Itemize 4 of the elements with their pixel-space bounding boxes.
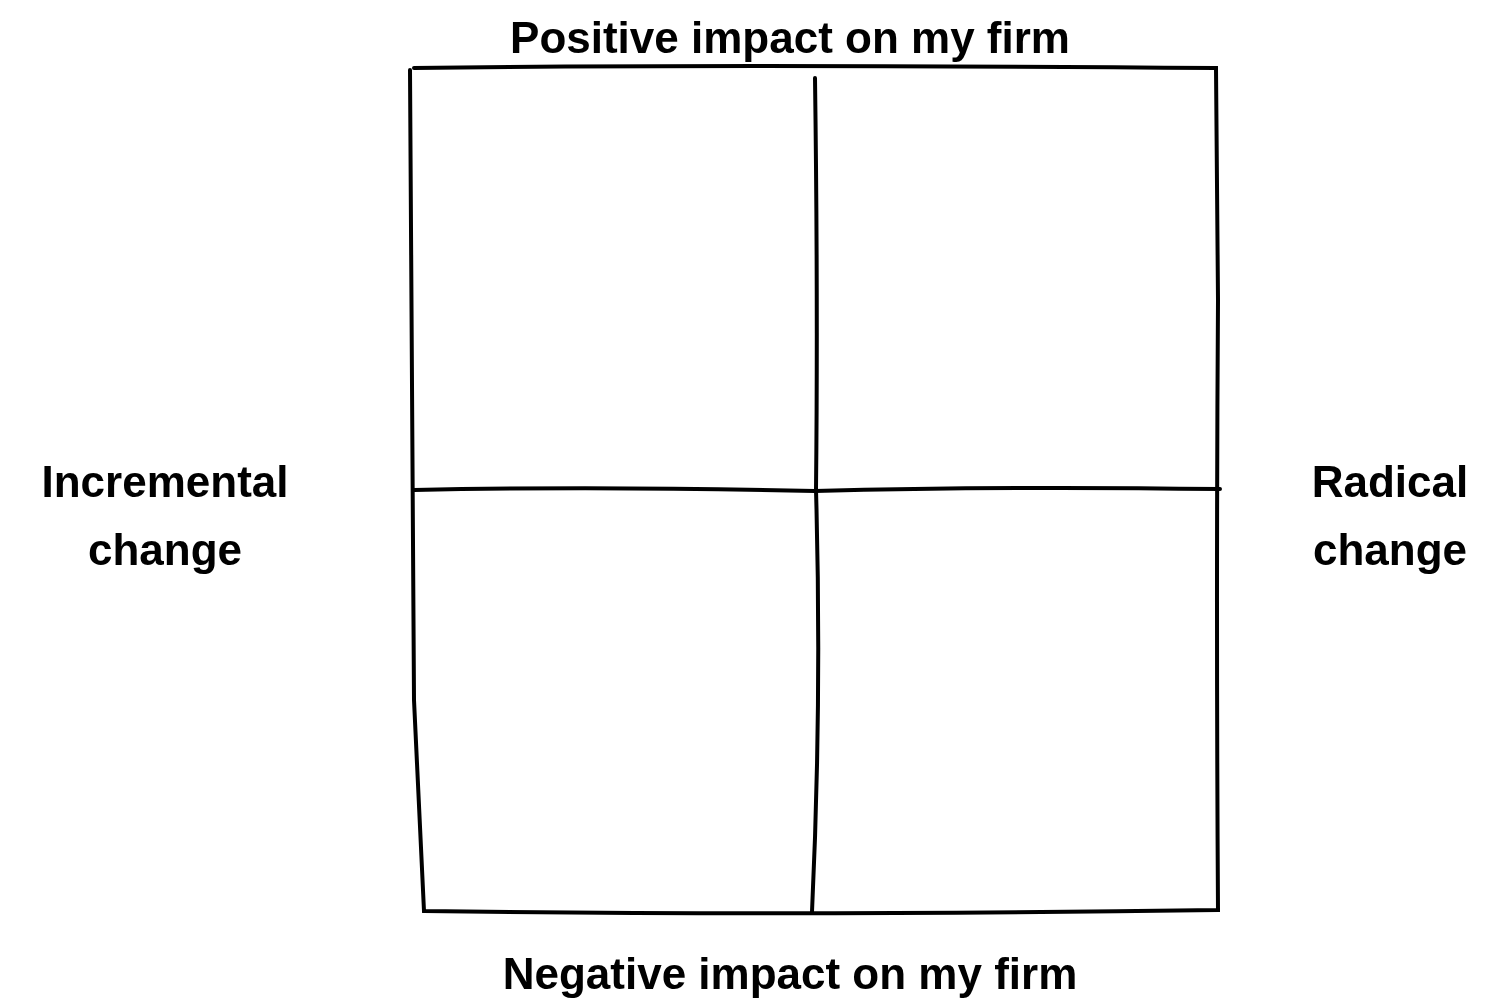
axis-label: Radical change bbox=[1310, 456, 1470, 576]
axis-label: Incremental change bbox=[40, 456, 290, 576]
axis-label: Negative impact on my firm bbox=[501, 948, 1079, 1000]
axis-label: Positive impact on my firm bbox=[509, 12, 1071, 64]
